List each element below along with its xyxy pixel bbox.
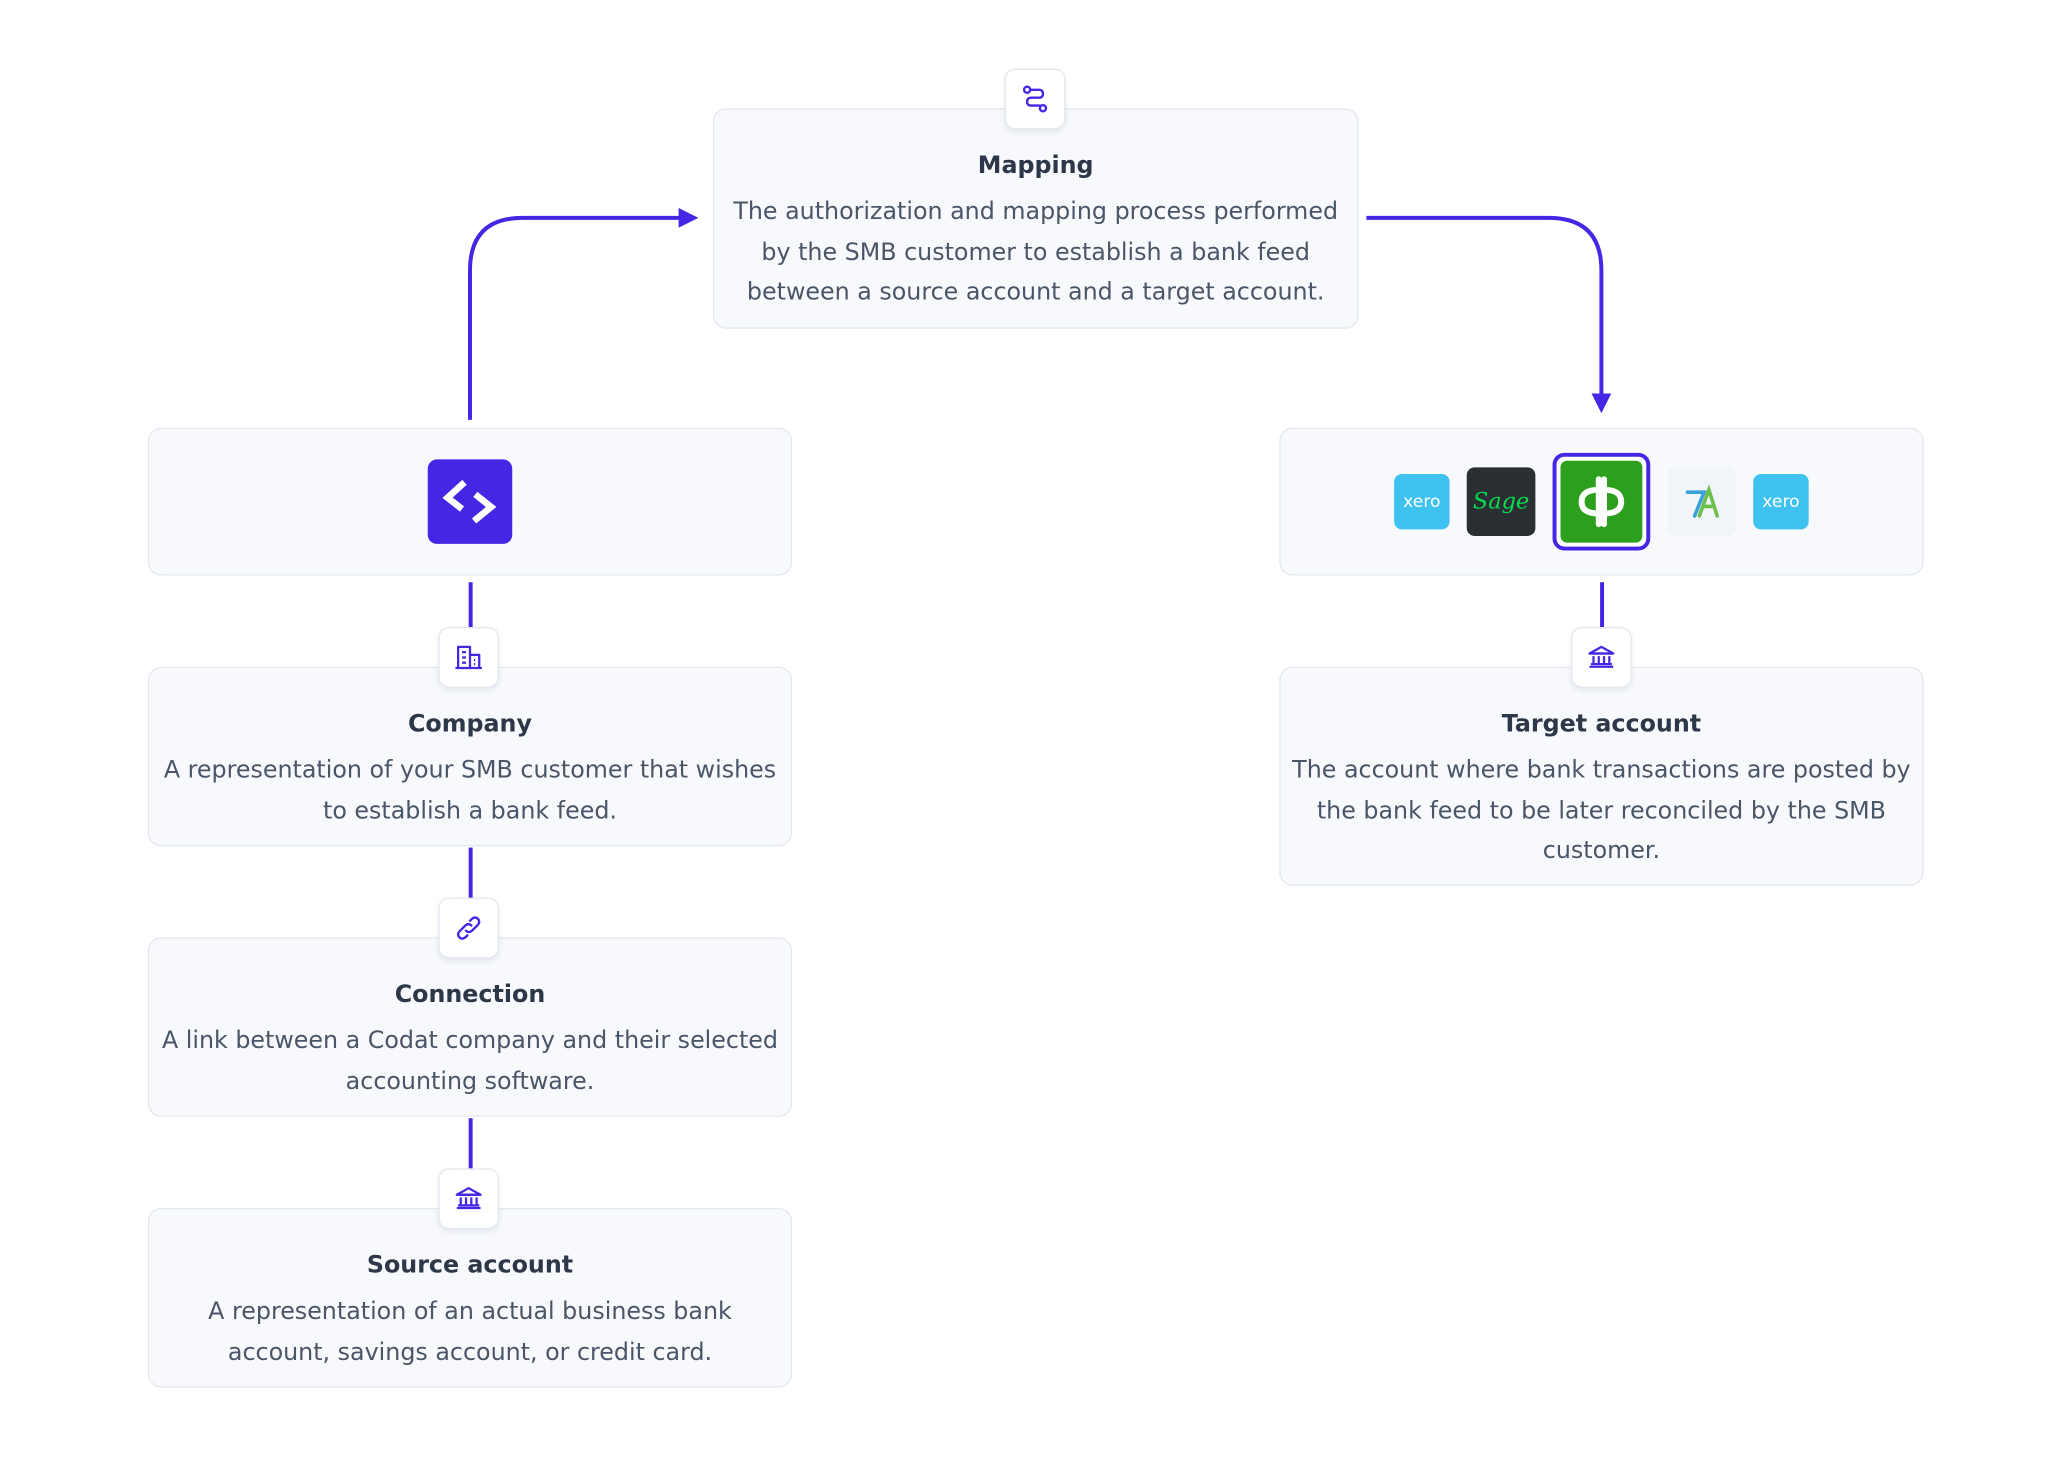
source-account-badge <box>438 1168 500 1230</box>
mapping-badge <box>1004 68 1066 130</box>
connection-badge <box>438 897 500 959</box>
building-icon <box>455 645 482 670</box>
target-account-description: The account where bank transactions are … <box>1292 756 1911 865</box>
company-title: Company <box>407 710 532 738</box>
route-icon <box>1022 85 1048 113</box>
mapping-title: Mapping <box>977 151 1094 180</box>
bank-icon <box>1588 645 1615 668</box>
sage-logo-icon[interactable]: Sage <box>1466 467 1536 537</box>
connection-title: Connection <box>394 980 546 1009</box>
target-account-title: Target account <box>1501 710 1702 738</box>
mapping-description: The authorization and mapping process pe… <box>733 198 1339 307</box>
quickbooks-selected-frame[interactable] <box>1552 452 1651 551</box>
connector-company-connection <box>468 847 472 898</box>
connector-connection-source <box>468 1118 472 1169</box>
codat-logo-icon <box>427 459 513 544</box>
link-icon <box>456 916 481 940</box>
connector-platforms-target <box>1599 582 1604 628</box>
codat-card <box>147 427 793 576</box>
company-description: A representation of your SMB customer th… <box>163 756 777 825</box>
connection-card: Connection A link between a Codat compan… <box>147 937 793 1117</box>
target-account-card: Target account The account where bank tr… <box>1279 666 1924 886</box>
platform-logo-row: xero Sage xero <box>1281 429 1923 574</box>
quickbooks-logo-icon <box>1560 460 1643 543</box>
platforms-card: xero Sage xero <box>1279 427 1924 576</box>
freeagent-logo-icon[interactable] <box>1667 467 1737 537</box>
source-account-card: Source account A representation of an ac… <box>147 1207 793 1388</box>
connection-description: A link between a Codat company and their… <box>161 1027 779 1096</box>
bank-icon <box>455 1187 482 1210</box>
connector-codat-company <box>468 582 472 628</box>
mapping-card: Mapping The authorization and mapping pr… <box>712 108 1359 329</box>
xero-logo-icon[interactable]: xero <box>1753 473 1809 530</box>
target-account-badge <box>1571 627 1632 688</box>
source-account-description: A representation of an actual business b… <box>208 1297 732 1366</box>
xero-logo-icon[interactable]: xero <box>1394 473 1450 530</box>
source-account-title: Source account <box>366 1251 574 1280</box>
arrow-mapping-to-target <box>1366 215 1612 414</box>
arrow-company-to-mapping <box>468 207 699 420</box>
company-badge <box>438 627 500 688</box>
company-card: Company A representation of your SMB cus… <box>147 666 793 847</box>
